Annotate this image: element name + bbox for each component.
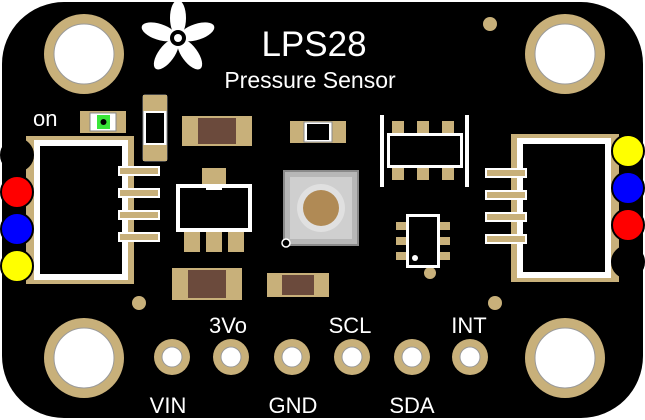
header-pin-scl[interactable] bbox=[334, 339, 370, 375]
resistor-top-center bbox=[290, 121, 346, 143]
header-pin-sda[interactable] bbox=[394, 339, 430, 375]
header-pin-gnd[interactable] bbox=[274, 339, 310, 375]
header-pin-3vo[interactable] bbox=[213, 339, 249, 375]
board-title: LPS28 bbox=[261, 25, 366, 64]
via-bottom-left bbox=[132, 296, 146, 310]
capacitor-bottom-center bbox=[267, 273, 329, 297]
power-led bbox=[80, 111, 126, 133]
header-pin-int[interactable] bbox=[452, 339, 488, 375]
via-center bbox=[424, 267, 436, 279]
wire-right-4 bbox=[611, 245, 645, 279]
wire-left-2 bbox=[0, 175, 34, 209]
wire-left-3 bbox=[0, 212, 34, 246]
resistor-vertical bbox=[142, 94, 168, 162]
pin-label-3vo: 3Vo bbox=[209, 313, 247, 338]
pin-label-vin: VIN bbox=[150, 393, 187, 418]
voltage-regulator bbox=[176, 168, 252, 252]
stemma-connector-left bbox=[26, 136, 160, 284]
mounting-hole-top-left bbox=[44, 14, 124, 94]
mounting-hole-bottom-left bbox=[44, 318, 124, 398]
mounting-hole-bottom-right bbox=[525, 318, 605, 398]
adafruit-flower-icon bbox=[141, 0, 215, 70]
pin-label-gnd: GND bbox=[269, 393, 318, 418]
wire-right-2 bbox=[611, 171, 645, 205]
via-top-right bbox=[483, 17, 497, 31]
header-pin-vin[interactable] bbox=[154, 339, 190, 375]
ic-chip-top-right bbox=[380, 115, 469, 187]
power-led-label: on bbox=[33, 106, 57, 131]
capacitor-bottom-left bbox=[172, 268, 242, 300]
board-subtitle: Pressure Sensor bbox=[224, 67, 396, 93]
mounting-hole-top-right bbox=[525, 14, 605, 94]
pressure-sensor-chip bbox=[281, 170, 359, 248]
wire-right-3 bbox=[611, 208, 645, 242]
via-bottom-right bbox=[488, 296, 502, 310]
wire-right-1 bbox=[611, 134, 645, 168]
wire-left-1 bbox=[0, 138, 34, 172]
stemma-connector-right bbox=[485, 134, 619, 282]
pin-label-scl: SCL bbox=[329, 313, 372, 338]
capacitor-top-left bbox=[182, 116, 252, 146]
pin-label-sda: SDA bbox=[389, 393, 435, 418]
pin-label-int: INT bbox=[451, 313, 486, 338]
wire-left-4 bbox=[0, 249, 34, 283]
ic-chip-bottom-right bbox=[396, 214, 450, 268]
